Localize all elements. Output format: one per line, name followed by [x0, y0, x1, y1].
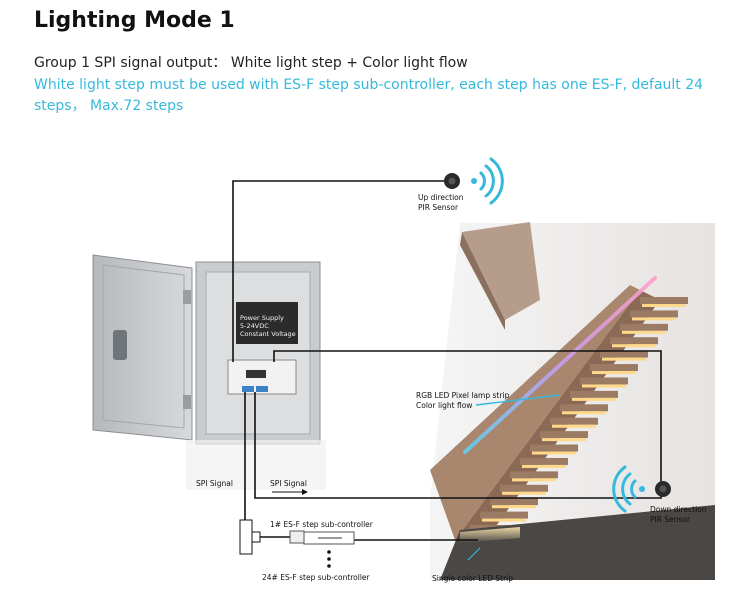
last-sub-controller-label: 24# ES-F step sub-controller — [262, 573, 370, 583]
step-light — [562, 411, 606, 414]
stair-step — [560, 404, 608, 411]
stair-step — [530, 445, 578, 452]
step-light — [612, 344, 656, 347]
stair-step — [630, 310, 678, 317]
stair-step — [620, 324, 668, 331]
door-lock — [113, 330, 127, 360]
stair-step — [580, 377, 628, 384]
first-sub-controller-label: 1# ES-F step sub-controller — [270, 520, 373, 530]
step-light — [642, 304, 686, 307]
step-light — [492, 505, 536, 508]
pir-sensor-icon — [444, 173, 460, 189]
stair-step — [610, 337, 658, 344]
stair-step — [500, 485, 548, 492]
stair-step — [550, 418, 598, 425]
stair-step — [540, 431, 588, 438]
stair-step — [570, 391, 618, 398]
step-light — [572, 398, 616, 401]
single-strip-label: Single color LED Strip — [432, 574, 513, 584]
stair-step — [490, 498, 538, 505]
step-light — [532, 452, 576, 455]
signal-waves-icon — [471, 159, 502, 203]
step-light — [582, 384, 626, 387]
dots-icon — [327, 550, 331, 568]
step-light — [482, 519, 526, 522]
stair-step — [510, 471, 558, 478]
stair-step — [480, 512, 528, 519]
spi-signal-left-label: SPI Signal — [196, 479, 233, 489]
pir-sensor-icon — [655, 481, 671, 497]
step-light — [512, 478, 556, 481]
spi-signal-right-label: SPI Signal — [270, 479, 307, 489]
step-light — [522, 465, 566, 468]
step-light — [592, 371, 636, 374]
stair-step — [640, 297, 688, 304]
stair-step — [520, 458, 568, 465]
step-light — [552, 425, 596, 428]
control-cabinet — [93, 255, 326, 490]
stair-step — [590, 364, 638, 371]
step-light — [542, 438, 586, 441]
step-light — [602, 358, 646, 361]
step-light — [502, 492, 546, 495]
step-light — [632, 317, 676, 320]
step-light — [622, 331, 666, 334]
